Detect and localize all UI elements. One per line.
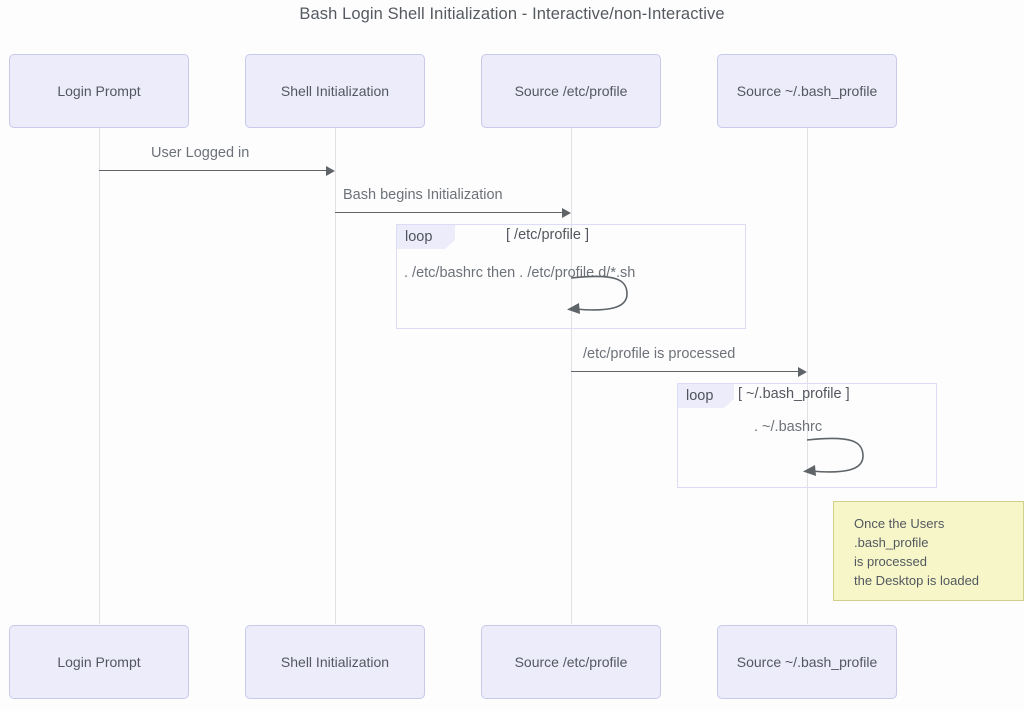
- loop-fragment-etc-profile: [396, 224, 746, 329]
- participant-label: Source /etc/profile: [514, 654, 628, 670]
- participant-top-source-bash-profile[interactable]: Source ~/.bash_profile: [717, 54, 897, 128]
- participant-bottom-source-etc-profile[interactable]: Source /etc/profile: [481, 625, 661, 699]
- message-arrowhead-user-logged-in: [326, 166, 335, 176]
- loop-keyword-label: loop: [686, 388, 714, 404]
- participant-label: Shell Initialization: [280, 83, 390, 99]
- lifeline-source-bash-profile: [807, 128, 808, 624]
- lifeline-shell-initialization: [335, 128, 336, 624]
- participant-label: Source ~/.bash_profile: [736, 654, 878, 670]
- participant-label: Login Prompt: [57, 83, 141, 99]
- message-line-etc-profile-processed: [571, 371, 798, 373]
- self-loop-arrow-etc-profile: [567, 275, 628, 314]
- message-line-user-logged-in: [99, 170, 326, 172]
- participant-top-login-prompt[interactable]: Login Prompt: [9, 54, 189, 128]
- participant-label: Shell Initialization: [280, 654, 390, 670]
- loop-condition-bash-profile: [ ~/.bash_profile ]: [738, 386, 850, 402]
- participant-bottom-source-bash-profile[interactable]: Source ~/.bash_profile: [717, 625, 897, 699]
- loop-condition-etc-profile: [ /etc/profile ]: [506, 227, 590, 243]
- message-label-user-logged-in: User Logged in: [151, 145, 250, 161]
- loop-tab-bash-profile: loop: [678, 384, 734, 408]
- participant-bottom-shell-initialization[interactable]: Shell Initialization: [245, 625, 425, 699]
- loop-tab-etc-profile: loop: [397, 225, 455, 249]
- message-label-bash-begins-init: Bash begins Initialization: [343, 187, 503, 203]
- message-label-etc-profile-processed: /etc/profile is processed: [583, 346, 736, 362]
- note-line: is processed: [854, 554, 927, 569]
- participant-bottom-login-prompt[interactable]: Login Prompt: [9, 625, 189, 699]
- note-line: .bash_profile: [854, 535, 929, 550]
- note-line: Once the Users: [854, 516, 945, 531]
- participant-label: Source ~/.bash_profile: [736, 83, 878, 99]
- self-loop-arrow-bash-profile: [803, 437, 864, 476]
- message-arrowhead-etc-profile-processed: [798, 367, 807, 377]
- lifeline-source-etc-profile: [571, 128, 572, 624]
- note-line: the Desktop is loaded: [854, 573, 980, 588]
- participant-top-shell-initialization[interactable]: Shell Initialization: [245, 54, 425, 128]
- participant-top-source-etc-profile[interactable]: Source /etc/profile: [481, 54, 661, 128]
- loop-self-message-bash-profile: . ~/.bashrc: [754, 419, 823, 435]
- loop-keyword-label: loop: [405, 229, 433, 245]
- message-arrowhead-bash-begins-init: [562, 208, 571, 218]
- participant-label: Source /etc/profile: [514, 83, 628, 99]
- lifeline-login-prompt: [99, 128, 100, 624]
- message-line-bash-begins-init: [335, 212, 562, 214]
- note-desktop-loaded: Once the Users .bash_profile is processe…: [833, 501, 1024, 601]
- participant-label: Login Prompt: [57, 654, 141, 670]
- diagram-title: Bash Login Shell Initialization - Intera…: [299, 5, 725, 23]
- loop-fragment-bash-profile: [677, 383, 937, 488]
